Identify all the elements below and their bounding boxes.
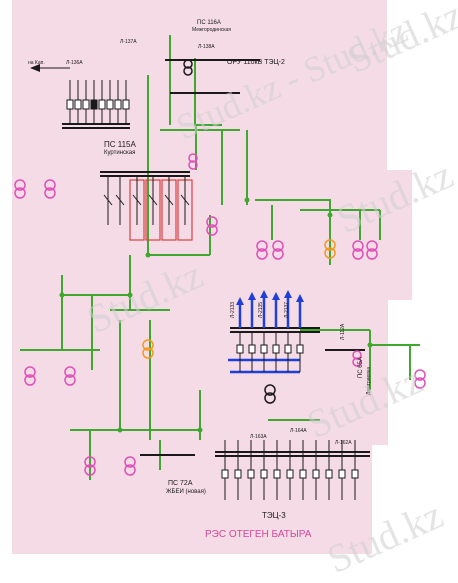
breakers-top [66,99,130,110]
station-ps116a: ПС 116А [197,20,221,26]
line-label: на Кап. [28,60,45,66]
station-ps65a-sub: Дмитриевка [366,367,372,395]
line-label: Л-136А [66,60,83,66]
transformer-icon [183,59,276,404]
station-ps116a-sub: Межгородинская [192,27,231,33]
station-ps65a: ПС 65А [358,357,364,378]
line-label: Л-162А [335,440,352,446]
station-ps72a: ПС 72А [168,480,193,487]
diagram-region [12,0,412,554]
station-ps115a: ПС 115А [104,140,136,149]
transformer-icon [14,153,426,476]
line-label: Л-2133 [230,301,236,318]
nodes [59,197,373,433]
schematic-canvas [12,0,426,554]
line-label: Л-112А [340,323,346,340]
station-tec3: ТЭЦ-3 [262,511,286,520]
line-label: Л-2135 [258,301,264,318]
line-label: Л-138А [198,44,215,50]
transformer-icon [142,239,336,359]
station-ps115a-sub: Куртинская [104,150,136,156]
cells-tec3 [221,440,359,500]
line-label: Л-137А [120,39,137,45]
oru-110-label: ОРУ 110кВ ТЭЦ-2 [227,59,285,66]
station-ps72a-sub: ЖБЕИ (новая) [166,489,206,495]
line-label: Л-163А [250,434,267,440]
blue-arrows [236,290,304,305]
arrow-left [30,64,40,72]
cells-blue [236,332,304,372]
line-label: Л-164А [290,428,307,434]
cells-115a [103,176,190,225]
transformers [14,59,426,476]
line-label: Л-2137 [284,301,290,318]
footer-title: РЭС ОТЕГЕН БАТЫРА [205,529,312,540]
